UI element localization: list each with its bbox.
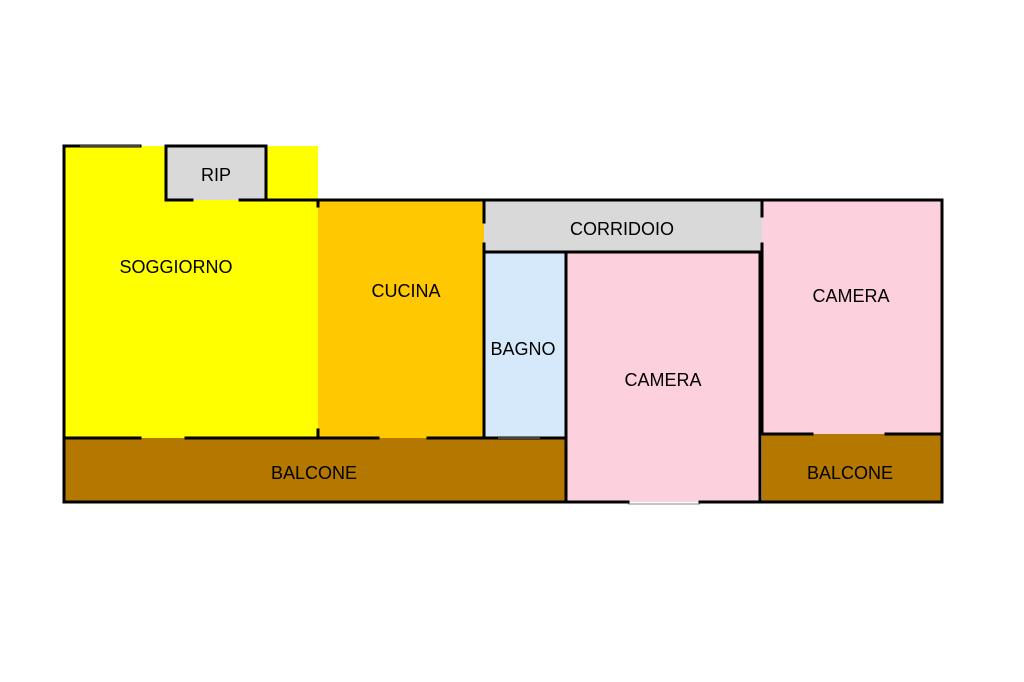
room-corridoio: [484, 200, 762, 252]
room-bagno: [484, 252, 566, 438]
walls: [62, 144, 944, 504]
label-camera-right: CAMERA: [812, 286, 889, 306]
room-balcone-right: [762, 434, 942, 502]
room-cucina: [318, 200, 484, 438]
label-soggiorno: SOGGIORNO: [119, 257, 232, 277]
label-balcone-right: BALCONE: [807, 463, 893, 483]
room-balcone-main: [64, 438, 566, 502]
label-bagno: BAGNO: [490, 339, 555, 359]
label-cucina: CUCINA: [371, 281, 440, 301]
label-corridoio: CORRIDOIO: [570, 219, 674, 239]
label-camera-center: CAMERA: [624, 370, 701, 390]
label-balcone-main: BALCONE: [271, 463, 357, 483]
window-marks: [80, 145, 700, 505]
label-ripostiglio: RIP: [201, 165, 231, 185]
room-camera-center: [566, 252, 762, 502]
room-camera-right: [762, 200, 942, 434]
room-ripostiglio: [166, 146, 266, 200]
